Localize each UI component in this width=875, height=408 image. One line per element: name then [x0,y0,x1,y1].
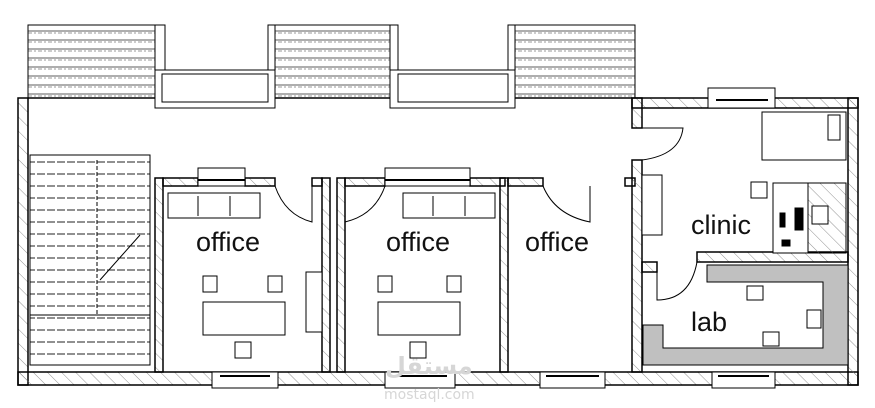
staircase [29,154,151,366]
balconies [27,24,636,109]
doors [274,127,698,301]
room-label-clinic: clinic [691,210,751,240]
room-label-office-2: office [386,227,450,257]
room-label-lab: lab [691,307,727,337]
watermark-latin: mostaql.com [384,387,475,403]
windows [197,87,776,389]
clinic-furniture [750,111,847,254]
lab-counter [642,264,849,366]
room-label-office-1: office [196,227,260,257]
room-label-office-3: office [525,227,589,257]
watermark-arabic: مستقل [385,352,473,380]
office-furniture [167,174,663,359]
